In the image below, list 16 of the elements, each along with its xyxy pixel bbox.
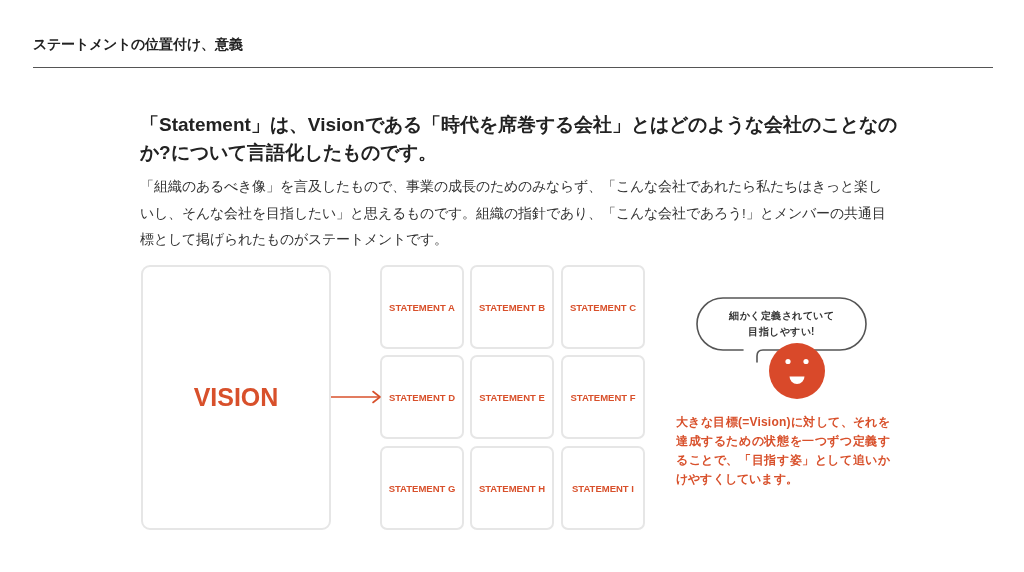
speech-bubble: 細かく定義されていて目指しやすい! xyxy=(694,296,869,364)
statement-box: STATEMENT D xyxy=(380,355,464,439)
statement-box: STATEMENT A xyxy=(380,265,464,349)
vision-box: VISION xyxy=(141,265,331,530)
heading: 「Statement」は、Visionである「時代を席巻する会社」とはどのような会社のことなのか?について言語化したものです。 xyxy=(140,113,898,165)
statement-box: STATEMENT B xyxy=(470,265,554,349)
statement-box: STATEMENT F xyxy=(561,355,645,439)
statement-box: STATEMENT I xyxy=(561,446,645,530)
statement-box: STATEMENT C xyxy=(561,265,645,349)
note-text: 大きな目標(=Vision)に対して、それを達成するための状態を一つずつ定義することで、「目指す姿」として追いかけやすくしています。 xyxy=(676,414,890,488)
body-text: 「組織のあるべき像」を言及したもので、事業の成長のためのみならず、「こんな会社であれたら私たちはきっと楽しいし、そんな会社を目指したい」と思えるものです。組織の指針であり、「こんな会社であろう!」とメンバーの共通目標として掲げられたものがステートメントです。 xyxy=(140,178,887,249)
arrow xyxy=(330,390,381,404)
statement-box: STATEMENT E xyxy=(470,355,554,439)
statement-box: STATEMENT G xyxy=(380,446,464,530)
page-title: ステートメントの位置付け、意義 xyxy=(33,35,243,54)
statement-box: STATEMENT H xyxy=(470,446,554,530)
